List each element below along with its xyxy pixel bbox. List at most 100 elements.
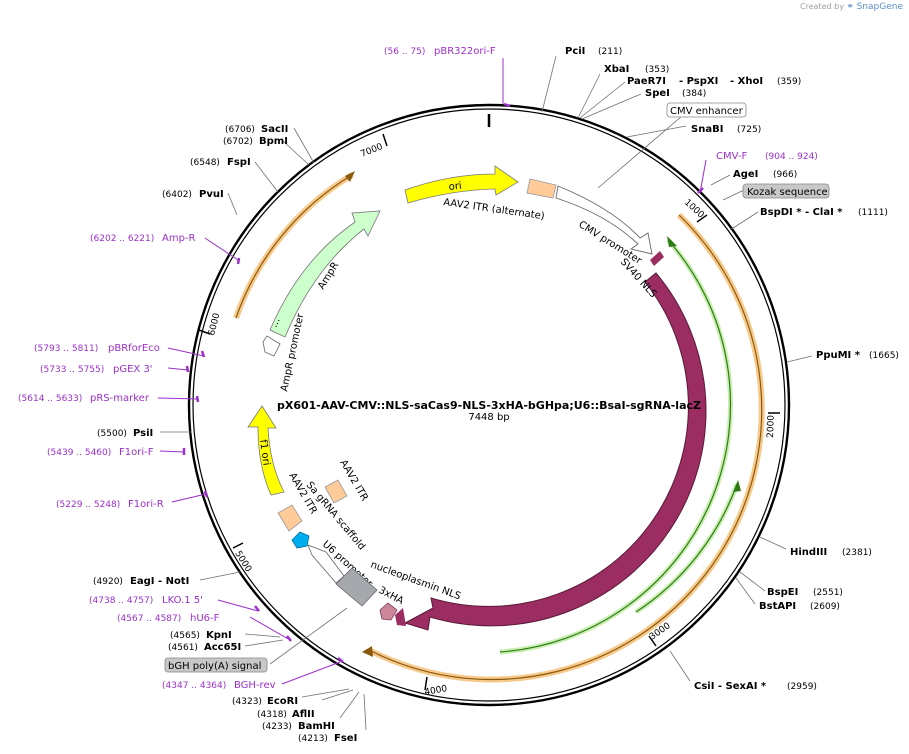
ha3x-label: 3xHA [377, 585, 406, 607]
site-xhoi-pos: (359) [777, 77, 801, 87]
site-bamhi-pos: (4233) [262, 722, 292, 732]
boxed-feature-labels: CMV enhancer Kozak sequence bGH poly(A) … [164, 102, 830, 673]
site-psii-name: PsiI [133, 428, 153, 439]
aav2-itr-alt-label: AAV2 ITR (alternate) [443, 197, 546, 222]
credit-prefix: Created by [799, 2, 844, 11]
site-labels: PciI (211) XbaI (353) PaeR7I - PspXI - X… [565, 46, 899, 692]
bgh-box [164, 657, 268, 673]
site-bspei-name: BspEI [767, 587, 798, 598]
site-agei-pos: (966) [773, 170, 797, 180]
site-labels-left: (4213) FseI (4233) BamHI (4318) AflII (4… [93, 124, 357, 744]
backbone-inner [192, 108, 786, 702]
site-acc65i-name: Acc65I [204, 642, 241, 653]
site-ecori-name: EcoRI [267, 696, 298, 707]
tick-5000: 5000 [232, 549, 253, 574]
ha3x-feature [379, 602, 398, 621]
site-pspxi-name: - PspXI [679, 76, 718, 87]
site-bpmi-name: BpmI [259, 136, 288, 147]
nucleoplasmin-feature [395, 608, 406, 626]
site-bstapi-name: BstAPI [759, 601, 796, 612]
site-fspi-name: FspI [227, 157, 251, 168]
site-sacii-pos: (6706) [225, 125, 255, 135]
backbone-outer [187, 103, 791, 707]
green-arrow-2 [733, 480, 741, 492]
site-aflii-name: AflII [292, 709, 315, 720]
site-ppumi-pos: (1665) [869, 351, 899, 361]
ampr-feature [269, 210, 381, 338]
primer-cmvf-range: (904 .. 924) [765, 152, 818, 162]
primer-f1orif-name: F1ori-F [119, 447, 154, 458]
site-hindiii-pos: (2381) [842, 548, 872, 558]
site-pvui-name: PvuI [199, 189, 224, 200]
site-ppumi-name: PpuMI * [816, 350, 861, 361]
site-paer7i-name: PaeR7I [627, 76, 666, 87]
site-bspei-pos: (2551) [813, 588, 843, 598]
site-bpmi-pos: (6702) [223, 137, 253, 147]
ampr-dots: ... [269, 316, 283, 329]
site-snabi-name: SnaBI [691, 124, 723, 135]
tick-6000: 6000 [207, 312, 222, 337]
snapgene-credit: Created by ⚭ SnapGene [800, 2, 903, 12]
primer-ampr-range: (6202 .. 6221) [90, 234, 154, 244]
primer-prsmarker-range: (5614 .. 5633) [18, 394, 82, 404]
kozak-box [742, 183, 830, 199]
site-pcii-name: PciI [565, 46, 585, 57]
green-orf-arc-1-line [499, 239, 732, 653]
site-agei-name: AgeI [733, 169, 758, 180]
primer-lines [157, 58, 707, 685]
site-sacii-name: SacII [261, 124, 288, 135]
leader-lines [160, 55, 813, 731]
orf-arrow-left [345, 171, 355, 182]
site-spei-name: SpeI [645, 88, 670, 99]
site-bamhi-name: BamHI [298, 721, 335, 732]
ori-feature [404, 165, 519, 204]
cmv-promoter-feature [555, 185, 653, 255]
cmv-enhancer-label: CMV enhancer [670, 106, 744, 117]
sgrna-scaffold-feature [291, 531, 310, 549]
primer-pbrforeco-name: pBRforEco [108, 343, 160, 354]
site-aflii-pos: (4318) [257, 710, 287, 720]
primer-f1orir-name: F1ori-R [128, 499, 164, 510]
site-xbai-pos: (353) [645, 65, 669, 75]
u6-promoter-feature [307, 544, 345, 584]
primer-hu6f-range: (4567 .. 4587) [117, 614, 181, 624]
site-xbai-name: XbaI [604, 64, 629, 75]
cmv-enhancer-box [666, 102, 747, 118]
primer-f1orir-range: (5229 .. 5248) [56, 500, 120, 510]
site-csii-name: CsiI - SexAI * [694, 681, 767, 692]
bgh-label: bGH poly(A) signal [168, 661, 261, 672]
site-ecori-pos: (4323) [232, 697, 262, 707]
site-fsei-name: FseI [334, 733, 357, 744]
orf-arrow-right [362, 646, 373, 657]
site-spei-pos: (384) [682, 89, 706, 99]
site-pcii-pos: (211) [598, 47, 622, 57]
site-bspdi-name: BspDI * - ClaI * [760, 207, 843, 218]
site-psii-pos: (5500) [97, 429, 127, 439]
site-eagi-name: EagI - NotI [130, 576, 189, 587]
site-pvui-pos: (6402) [162, 190, 192, 200]
tick-2000: 2000 [766, 415, 777, 439]
orf-arc-left-line [235, 174, 353, 319]
site-snabi-pos: (725) [737, 125, 761, 135]
primer-labels: (56 .. 75) pBR322ori-F CMV-F (904 .. 924… [18, 46, 818, 691]
orf-arc-right-line [370, 214, 763, 681]
sacas9-feature [403, 272, 707, 631]
primer-pbrforeco-range: (5793 .. 5811) [34, 344, 98, 354]
primer-hu6f-name: hU6-F [190, 613, 220, 624]
primer-pgex3-range: (5733 .. 5755) [40, 365, 104, 375]
aav2-itr-alt-feature [526, 178, 557, 199]
tick-7000: 7000 [359, 142, 384, 160]
f1-ori-feature [247, 405, 285, 496]
site-acc65i-pos: (4561) [168, 643, 198, 653]
ori-label: ori [448, 181, 462, 193]
primer-f1orif-range: (5439 .. 5460) [47, 448, 111, 458]
site-kpni-name: KpnI [206, 630, 232, 641]
site-bstapi-pos: (2609) [810, 602, 840, 612]
ampr-promoter-feature [262, 335, 281, 357]
plasmid-name: pX601-AAV-CMV::NLS-saCas9-NLS-3xHA-bGHpa… [277, 399, 701, 412]
site-kpni-pos: (4565) [170, 631, 200, 641]
f1-ori-label: f1 ori [257, 439, 272, 466]
sv40-nls-feature [650, 251, 664, 266]
site-eagi-pos: (4920) [93, 577, 123, 587]
